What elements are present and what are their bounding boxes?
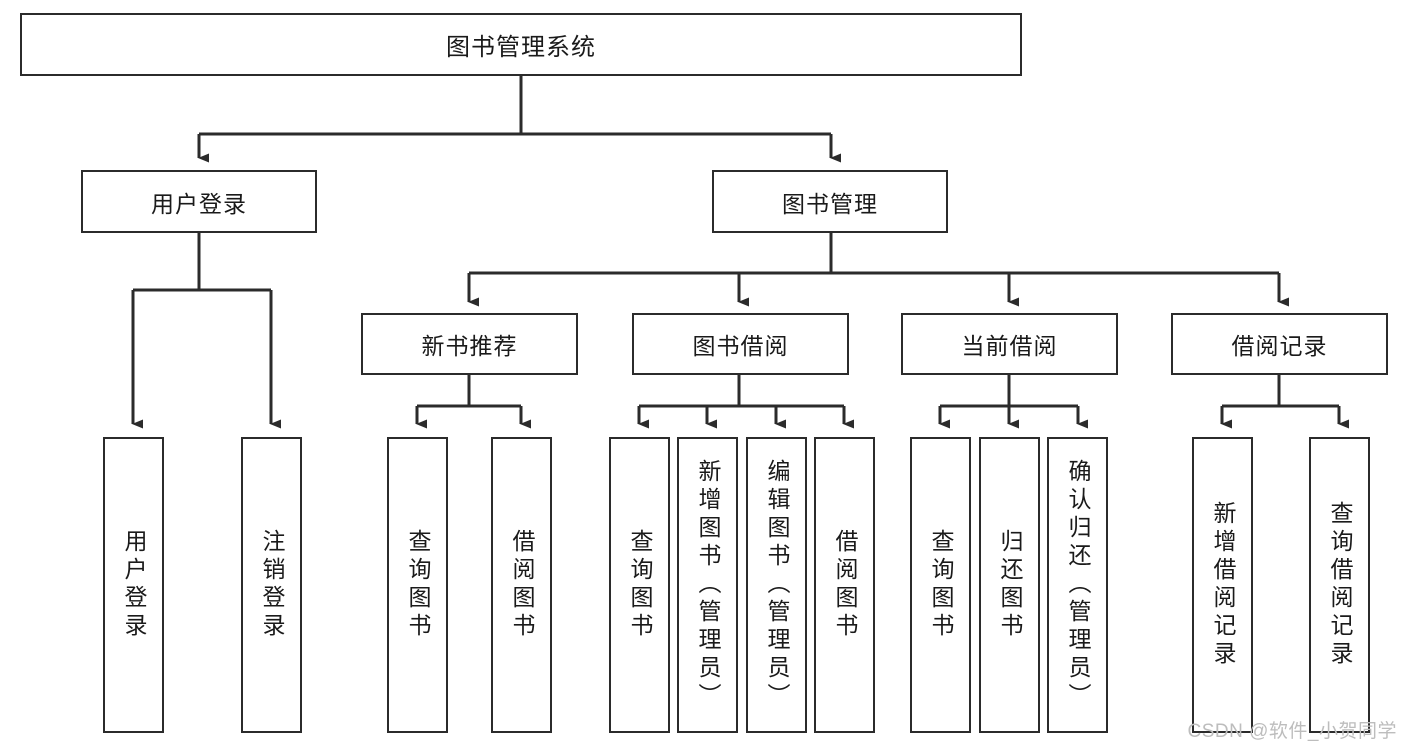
node-label: 注销登录 xyxy=(259,529,285,641)
node-label: 确认归还（管理员） xyxy=(1065,459,1091,711)
node-label: 图书管理系统 xyxy=(446,34,596,61)
node-label: 借阅记录 xyxy=(1231,333,1328,359)
leaf-user-login[interactable]: 用户登录 xyxy=(103,437,164,733)
node-label: 用户登录 xyxy=(151,190,247,217)
leaf-borrow-book[interactable]: 借阅图书 xyxy=(814,437,875,733)
leaf-borrow-book-recommend[interactable]: 借阅图书 xyxy=(491,437,552,733)
node-user-login[interactable]: 用户登录 xyxy=(81,170,317,233)
leaf-add-book-admin[interactable]: 新增图书（管理员） xyxy=(677,437,738,733)
leaf-return-book[interactable]: 归还图书 xyxy=(979,437,1040,733)
leaf-query-book-current[interactable]: 查询图书 xyxy=(910,437,971,733)
node-label: 编辑图书（管理员） xyxy=(764,459,790,711)
leaf-edit-book-admin[interactable]: 编辑图书（管理员） xyxy=(746,437,807,733)
node-root-system[interactable]: 图书管理系统 xyxy=(20,13,1022,76)
node-label: 用户登录 xyxy=(121,529,147,641)
node-label: 借阅图书 xyxy=(509,529,535,641)
node-book-borrow[interactable]: 图书借阅 xyxy=(632,313,849,375)
node-label: 查询图书 xyxy=(405,529,431,641)
node-label: 查询图书 xyxy=(928,529,954,641)
node-label: 查询借阅记录 xyxy=(1327,501,1353,669)
leaf-add-borrow-record[interactable]: 新增借阅记录 xyxy=(1192,437,1253,733)
leaf-query-book-recommend[interactable]: 查询图书 xyxy=(387,437,448,733)
node-current-borrow[interactable]: 当前借阅 xyxy=(901,313,1118,375)
node-new-book-recommend[interactable]: 新书推荐 xyxy=(361,313,578,375)
node-label: 归还图书 xyxy=(997,529,1023,641)
leaf-logout[interactable]: 注销登录 xyxy=(241,437,302,733)
node-label: 新增图书（管理员） xyxy=(695,459,721,711)
leaf-confirm-return-admin[interactable]: 确认归还（管理员） xyxy=(1047,437,1108,733)
node-label: 借阅图书 xyxy=(832,529,858,641)
node-label: 图书借阅 xyxy=(692,333,789,359)
node-label: 新增借阅记录 xyxy=(1210,501,1236,669)
leaf-query-borrow-record[interactable]: 查询借阅记录 xyxy=(1309,437,1370,733)
node-label: 新书推荐 xyxy=(421,333,518,359)
node-book-management[interactable]: 图书管理 xyxy=(712,170,948,233)
node-label: 当前借阅 xyxy=(961,333,1058,359)
node-label: 查询图书 xyxy=(627,529,653,641)
node-borrow-record[interactable]: 借阅记录 xyxy=(1171,313,1388,375)
leaf-query-book-borrow[interactable]: 查询图书 xyxy=(609,437,670,733)
node-label: 图书管理 xyxy=(782,190,878,217)
